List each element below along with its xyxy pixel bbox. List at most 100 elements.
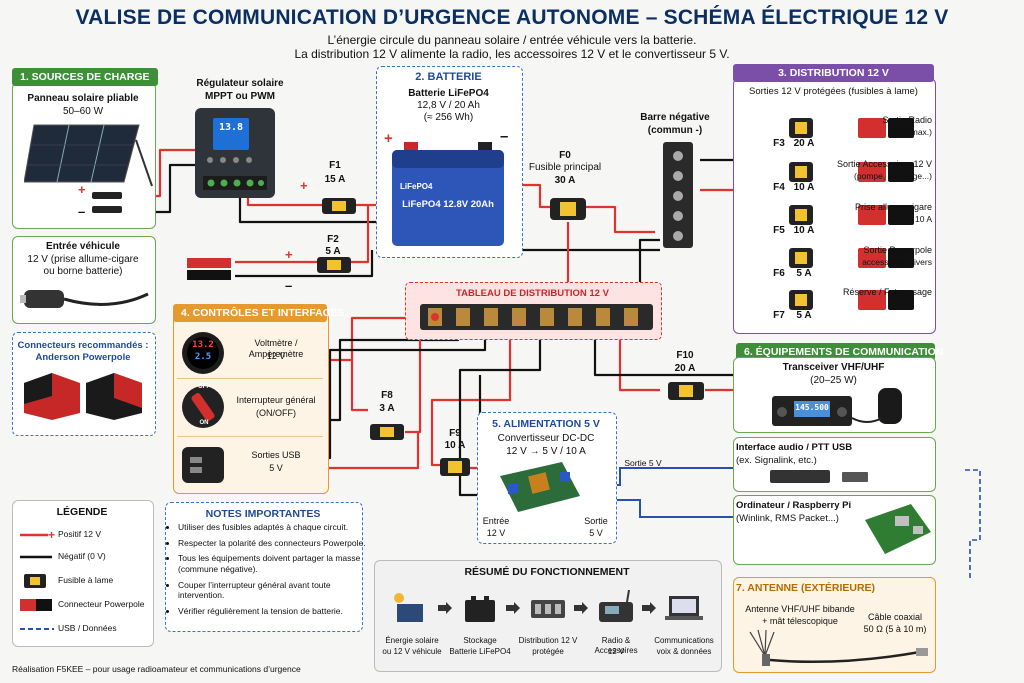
summary-step-label: Radio & Accessoires: [594, 636, 638, 655]
powerpole-output-icon: [858, 205, 914, 225]
summary-step-sublabel: 12 V: [607, 647, 625, 656]
summary-step-icon: [394, 593, 423, 622]
controls-divider-1: [177, 378, 323, 379]
equipment-header: 6. ÉQUIPEMENTS DE COMMUNICATION: [736, 343, 943, 361]
raspberry-pi-icon: [865, 504, 931, 554]
summary-step-icon: [465, 596, 495, 622]
battery-brand: LiFePO4: [400, 182, 433, 191]
note-item: Couper l’interrupteur général avant tout…: [178, 580, 374, 601]
summary-arrow-icon: [506, 602, 520, 614]
battery-label: Batterie LiFePO4: [408, 88, 489, 99]
usb-label-2: 5 V: [269, 463, 283, 473]
meter-voltage: 13.2: [192, 340, 214, 350]
converter-out-label-2: 5 V: [589, 528, 603, 538]
dc-dc-converter-icon: [500, 462, 580, 512]
fuse-f0-rating: 30 A: [554, 175, 576, 186]
fuse-f9-rating: 10 A: [444, 440, 466, 451]
audio-interface-box: [733, 437, 936, 492]
vehicle-source-box: [12, 236, 156, 324]
usb-label-1: Sorties USB: [251, 450, 301, 460]
legend-box: [12, 500, 154, 647]
switch-off-label: OFF: [198, 384, 210, 390]
antenna-box: [733, 577, 936, 673]
distribution-fuse-rating: 5 A: [796, 268, 812, 279]
voltmeter-icon: [182, 332, 224, 374]
sources-header: 1. SOURCES DE CHARGE: [12, 68, 158, 86]
distribution-fuse-icon: [789, 290, 813, 310]
notes-list: Utiliser des fusibles adaptés à chaque c…: [160, 522, 374, 621]
distribution-fuse-rating: 10 A: [793, 225, 815, 236]
fuse-f0-name: F0: [559, 150, 571, 161]
legend-item-label: Connecteur Powerpole: [58, 599, 145, 609]
vehicle-plus-sign: +: [285, 247, 293, 262]
legend-symbol-icon: [20, 628, 54, 630]
solar-minus-sign: –: [78, 204, 86, 219]
fuse-f10-rating: 20 A: [674, 363, 696, 374]
fuse-f0-desc: Fusible principal: [528, 162, 602, 173]
distribution-output-title: Sortie Powerpole: [863, 245, 932, 255]
battery-minus-sign: –: [500, 128, 509, 145]
transceiver-label-1: Transceiver VHF/UHF: [782, 362, 885, 373]
powerpole-output-icon: [858, 162, 914, 182]
summary-arrow-icon: [642, 602, 656, 614]
legend-symbol-icon: [24, 574, 46, 588]
controls-divider-2: [177, 436, 323, 437]
fuse-f8-icon: [370, 424, 404, 440]
vehicle-minus-sign: –: [285, 278, 293, 293]
battery-header: 2. BATTERIE: [415, 71, 482, 83]
converter-in-label-1: Entrée: [482, 516, 510, 526]
regulator-label-2: MPPT ou PWM: [205, 91, 275, 102]
coax-label-1: Câble coaxial: [867, 612, 923, 622]
distribution-output-title: Sortie Accessoires 12 V: [836, 159, 932, 169]
radio-display: 145.500: [795, 403, 829, 412]
switch-on-label: ON: [199, 420, 209, 426]
transceiver-label-2: (20–25 W): [810, 375, 857, 386]
summary-step-icon: [665, 596, 703, 620]
usb-socket-icon: [182, 447, 224, 483]
distribution-fuse-icon: [789, 118, 813, 138]
legend-symbol-icon: [20, 599, 52, 611]
solar-panel-icon: [24, 124, 153, 187]
connectors-title-1: Connecteurs recommandés :: [17, 340, 149, 351]
note-item: Utiliser des fusibles adaptés à chaque c…: [178, 522, 374, 533]
distribution-board-label: TABLEAU DE DISTRIBUTION 12 V: [456, 288, 609, 299]
distribution-fuse-icon: [789, 248, 813, 268]
legend-symbol-icon: +: [20, 528, 55, 542]
fuse-f0-icon: [550, 198, 586, 220]
footer-credit: Réalisation F5KEE – pour usage radioamat…: [12, 664, 301, 674]
battery-icon: [392, 142, 504, 246]
main-switch-icon[interactable]: [180, 384, 226, 430]
powerpole-connectors-icon: [24, 373, 142, 420]
converter-in-label-2: 12 V: [486, 528, 506, 538]
fuse-f1-name: F1: [329, 160, 341, 171]
audio-label-2: (ex. Signalink, etc.): [736, 455, 817, 466]
fuse-f2-icon: [317, 257, 351, 273]
battery-plus-sign: +: [384, 130, 393, 147]
regulator-display: 13.8: [218, 122, 244, 133]
fuse-f1-icon: [322, 198, 356, 214]
distribution-output-detail: (pompe, éclairage...): [854, 171, 932, 181]
cigarette-plug-icon: [20, 290, 149, 308]
legend-item-label: Positif 12 V: [58, 529, 101, 539]
panel-power: 50–60 W: [62, 106, 104, 117]
neg-bar-label-2: (commun -): [647, 125, 703, 136]
summary-title: RÉSUMÉ DU FONCTIONNEMENT: [464, 566, 630, 578]
legend-item-label: Fusible à lame: [58, 575, 114, 585]
computer-label-1: Ordinateur / Raspberry Pi: [736, 500, 852, 511]
vehicle-powerpole-connector-icon: [187, 258, 231, 280]
distribution-fuse-icon: [789, 205, 813, 225]
antenna-cable-icon: [749, 629, 928, 666]
distribution-fuse-name: F4: [773, 182, 785, 193]
coax-label-2: 50 Ω (5 à 10 m): [863, 624, 927, 634]
voltmeter-label-2: 12 V: [266, 351, 286, 361]
negative-busbar-icon: [663, 142, 693, 248]
converter-out-label-1: Sortie: [584, 516, 608, 526]
transceiver-icon: [772, 388, 902, 426]
usb-audio-interface-icon: [770, 470, 868, 483]
power5v-label-2: 12 V → 5 V / 10 A: [506, 446, 586, 457]
note-item: Respecter la polarité des connecteurs Po…: [178, 538, 374, 549]
powerpole-output-icon: [858, 248, 914, 268]
distribution-fuse-name: F5: [773, 225, 785, 236]
distribution-output-detail: 12 V / 10 A: [890, 214, 932, 224]
summary-step-label: Stockage: [463, 636, 497, 645]
